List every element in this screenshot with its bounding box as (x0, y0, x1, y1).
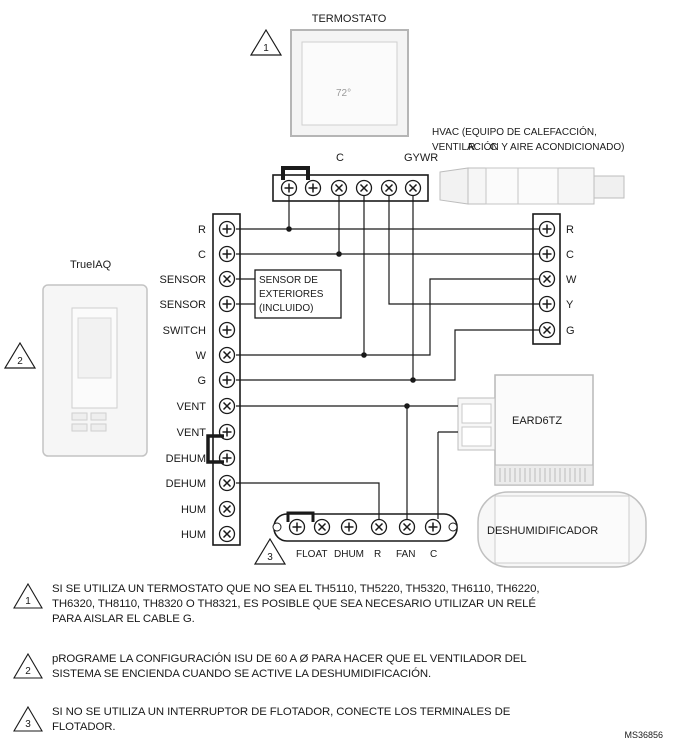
svg-text:EXTERIORES: EXTERIORES (259, 289, 324, 300)
svg-text:C: C (566, 249, 574, 261)
truelaq-terminal-strip (206, 213, 241, 546)
svg-text:SWITCH: SWITCH (163, 325, 206, 337)
svg-text:2: 2 (17, 356, 23, 367)
svg-text:C: C (430, 549, 437, 560)
svg-text:R: R (566, 224, 574, 236)
svg-text:3: 3 (25, 719, 31, 730)
eard6tz-label: EARD6TZ (512, 415, 562, 427)
dehumidifier-terminal-labels: FLOAT DHUM R FAN C (296, 549, 437, 560)
callout-3-triangle: 3 (254, 538, 286, 565)
truelaq-terminal-labels: R C SENSOR SENSOR SWITCH W G VENT VENT D… (160, 224, 207, 541)
svg-text:SENSOR DE: SENSOR DE (259, 275, 318, 286)
svg-text:VENT: VENT (177, 401, 207, 413)
dehumidifier-unit (477, 491, 647, 568)
wiring-diagram: 72° TERMOSTATO 1 C GYWR HVAC (EQUIPO DE … (4, 13, 647, 568)
note-3-line-2: FLOTADOR. (52, 721, 116, 733)
hvac-terminal-r-label: R (468, 142, 475, 153)
svg-text:C: C (198, 249, 206, 261)
note-2-line-1: pROGRAME LA CONFIGURACIÓN ISU DE 60 A Ø … (52, 653, 527, 665)
note-2-triangle: 2 (13, 652, 43, 679)
thermostat-display-glyph: 72° (336, 88, 351, 99)
svg-text:HUM: HUM (181, 504, 206, 516)
svg-text:SENSOR: SENSOR (160, 274, 207, 286)
note-1-triangle: 1 (13, 582, 43, 609)
svg-text:R: R (198, 224, 206, 236)
svg-text:DHUM: DHUM (334, 549, 364, 560)
thermostat-terminal-gywr: GYWR (404, 152, 438, 164)
dehumidifier-terminal-strip (272, 511, 458, 542)
svg-text:1: 1 (25, 596, 31, 607)
svg-text:HUM: HUM (181, 529, 206, 541)
note-1-line-3: PARA AISLAR EL CABLE G. (52, 613, 195, 625)
truelaq-unit (42, 284, 148, 457)
note-1-line-2: TH6320, TH8110, TH8320 O TH8321, ES POSI… (52, 598, 536, 610)
svg-text:SENSOR: SENSOR (160, 299, 207, 311)
wiring (236, 196, 540, 519)
svg-text:2: 2 (25, 666, 31, 677)
svg-text:G: G (566, 325, 575, 337)
svg-text:G: G (197, 375, 206, 387)
hvac-label-line2: VENTILACIÓN Y AIRE ACONDICIONADO) (432, 140, 624, 153)
svg-text:1: 1 (263, 43, 269, 54)
note-3-triangle: 3 (13, 705, 43, 732)
svg-text:Y: Y (566, 299, 574, 311)
svg-text:DEHUM: DEHUM (166, 453, 206, 465)
thermostat-terminal-strip (272, 166, 429, 202)
svg-text:R: R (374, 549, 381, 560)
callout-1-triangle: 1 (250, 29, 282, 56)
hvac-terminal-c-label: C (490, 142, 497, 153)
eard6tz-unit (457, 374, 594, 486)
hvac-unit (439, 167, 625, 205)
svg-text:FAN: FAN (396, 549, 415, 560)
thermostat: 72° (290, 29, 409, 137)
thermostat-terminal-c: C (336, 152, 344, 164)
svg-text:FLOAT: FLOAT (296, 549, 327, 560)
note-3-line-1: SI NO SE UTILIZA UN INTERRUPTOR DE FLOTA… (52, 706, 511, 718)
svg-text:3: 3 (267, 552, 273, 563)
dehumidifier-label: DESHUMIDIFICADOR (487, 525, 598, 537)
svg-text:(INCLUIDO): (INCLUIDO) (259, 303, 313, 314)
outdoor-sensor: SENSOR DE EXTERIORES (INCLUIDO) (236, 269, 342, 319)
svg-text:W: W (566, 274, 577, 286)
callout-2-triangle: 2 (4, 342, 36, 369)
truelaq-label: TrueIAQ (70, 259, 112, 271)
note-2-line-2: SISTEMA SE ENCIENDA CUANDO SE ACTIVE LA … (52, 668, 432, 680)
thermostat-label: TERMOSTATO (312, 13, 387, 25)
svg-text:W: W (196, 350, 207, 362)
hvac-label-line1: HVAC (EQUIPO DE CALEFACCIÓN, (432, 125, 597, 138)
hvac-terminal-labels: R C W Y G (566, 224, 577, 337)
svg-text:VENT: VENT (177, 427, 207, 439)
svg-text:DEHUM: DEHUM (166, 478, 206, 490)
note-1-line-1: SI SE UTILIZA UN TERMOSTATO QUE NO SEA E… (52, 583, 540, 595)
figure-code: MS36856 (624, 730, 663, 740)
